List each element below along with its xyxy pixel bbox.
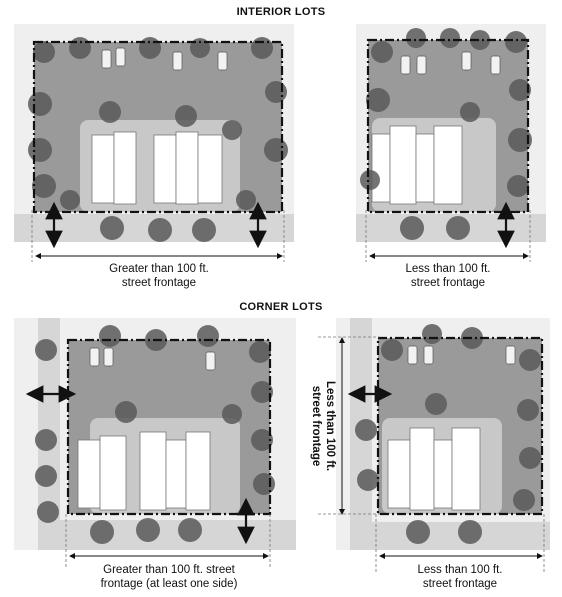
corner-small-caption: Less than 100 ft. street frontage (380, 563, 540, 591)
caption-line: street frontage (422, 578, 498, 590)
corner-lots-title: CORNER LOTS (239, 301, 323, 313)
interior-lot-small (356, 24, 546, 262)
caption-line: Less than 100 ft. (405, 263, 491, 275)
caption-line: street frontage (410, 277, 486, 289)
corner-lot-small (318, 318, 550, 572)
vertical-caption-line2: street frontage (310, 386, 322, 467)
caption-line: Greater than 100 ft. street (103, 564, 235, 576)
corner-large-caption: Greater than 100 ft. street frontage (at… (44, 563, 294, 591)
caption-line: Greater than 100 ft. (109, 263, 209, 275)
interior-lot-large (14, 24, 294, 262)
building-group (91, 131, 223, 205)
caption-line: street frontage (121, 277, 197, 289)
corner-vertical-caption: Less than 100 ft. street frontage (310, 381, 336, 471)
caption-line: Less than 100 ft. (417, 564, 503, 576)
interior-small-caption: Less than 100 ft. street frontage (368, 262, 528, 290)
corner-lot-large (14, 318, 296, 568)
lot-boundary (32, 40, 284, 214)
caption-line: frontage (at least one side) (100, 578, 238, 590)
interior-large-caption: Greater than 100 ft. street frontage (34, 262, 284, 290)
interior-lots-title: INTERIOR LOTS (236, 6, 326, 18)
vertical-caption-line1: Less than 100 ft. (324, 381, 336, 471)
parked-cars (101, 47, 228, 71)
